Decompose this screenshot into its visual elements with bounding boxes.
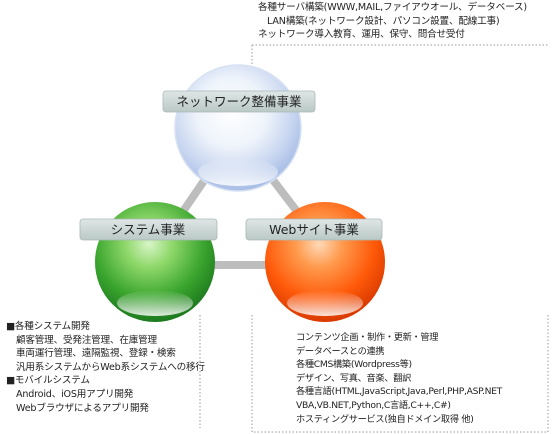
system-line: 汎用系システムからWeb系システムへの移行 bbox=[16, 361, 205, 373]
network-line: LAN構築(ネットワーク設計、パソコン設置、配線工事) bbox=[267, 15, 500, 27]
web-description: コンテンツ企画・制作・更新・管理 データベースとの連携 各種CMS構築(Word… bbox=[296, 331, 502, 426]
web-line: 各種CMS構築(Wordpress等) bbox=[296, 359, 412, 371]
system-line: Webブラウザによるアプリ開発 bbox=[16, 402, 149, 414]
system-line: 顧客管理、受発注管理、在庫管理 bbox=[16, 334, 157, 346]
system-line: ■各種システム開発 bbox=[6, 321, 90, 332]
system-line: 車両運行管理、遠隔監視、登録・検索 bbox=[16, 348, 176, 360]
web-line: コンテンツ企画・制作・更新・管理 bbox=[296, 332, 439, 343]
web-line: データベースとの連携 bbox=[296, 345, 385, 357]
web-line: デザイン、写真、音楽、翻訳 bbox=[296, 372, 411, 384]
web-label: Webサイト事業 bbox=[269, 222, 359, 237]
system-line: ■モバイルシステム bbox=[6, 375, 90, 387]
network-line: ネットワーク導入教育、運用、保守、問合せ受付 bbox=[258, 29, 465, 41]
network-line: 各種サーバ構築(WWW,MAIL,ファイアウオール、データベース) bbox=[258, 2, 527, 13]
system-line: Android、iOS用アプリ開発 bbox=[16, 388, 134, 400]
web-line: 各種言語(HTML,JavaScript,Java,Perl,PHP,ASP.N… bbox=[296, 386, 502, 398]
system-label-bar: システム事業 bbox=[79, 218, 218, 241]
web-line: VBA,VB.NET,Python,C言語,C++,C#) bbox=[296, 399, 451, 411]
network-description: 各種サーバ構築(WWW,MAIL,ファイアウオール、データベース) LAN構築(… bbox=[258, 1, 527, 42]
network-label: ネットワーク整備事業 bbox=[176, 94, 302, 109]
web-line: ホスティングサービス(独自ドメイン取得 他) bbox=[296, 413, 474, 425]
network-sphere bbox=[174, 64, 302, 192]
web-label-bar: Webサイト事業 bbox=[245, 218, 383, 241]
system-description: ■各種システム開発 顧客管理、受発注管理、在庫管理 車両運行管理、遠隔監視、登録… bbox=[6, 320, 205, 415]
network-label-bar: ネットワーク整備事業 bbox=[162, 90, 316, 113]
system-label: システム事業 bbox=[111, 222, 186, 237]
